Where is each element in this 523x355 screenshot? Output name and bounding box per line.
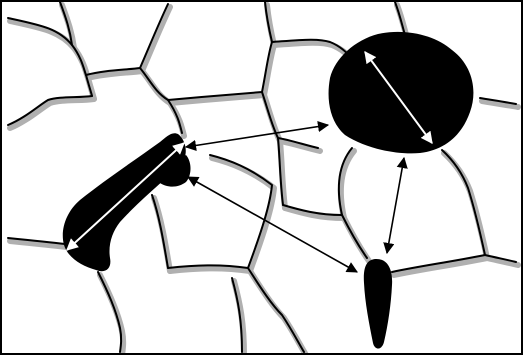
spacing-arrow-elongated-to-teardrop (187, 176, 358, 273)
size-arrows (66, 51, 433, 251)
large-particle-diameter-arrow (364, 51, 433, 144)
spacing-arrows (184, 121, 408, 273)
spacing-arrow-elongated-to-large (184, 121, 330, 151)
grain-boundary-network (7, 1, 521, 355)
large-round-particle (328, 31, 474, 154)
elongated-particle-length-arrow (66, 142, 185, 251)
spacing-arrow-large-to-teardrop (383, 156, 408, 255)
teardrop-particle (363, 258, 393, 349)
